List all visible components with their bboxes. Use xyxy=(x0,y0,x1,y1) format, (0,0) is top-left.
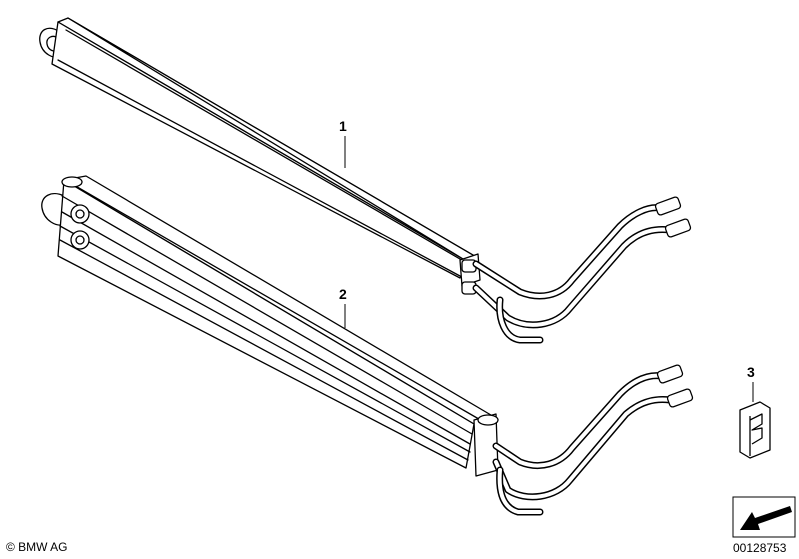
leader-lines xyxy=(344,136,754,402)
oil-cooler-icon xyxy=(41,175,694,516)
callout-part-3: 3 xyxy=(747,364,755,380)
clip-icon xyxy=(739,401,771,459)
copyright-label: © BMW AG xyxy=(6,540,68,554)
arrow-indicator-icon xyxy=(732,496,796,538)
power-steering-cooler-icon xyxy=(39,17,692,344)
callout-part-2: 2 xyxy=(339,286,347,302)
callout-part-1: 1 xyxy=(339,118,347,134)
diagram-number: 00128753 xyxy=(733,541,787,555)
